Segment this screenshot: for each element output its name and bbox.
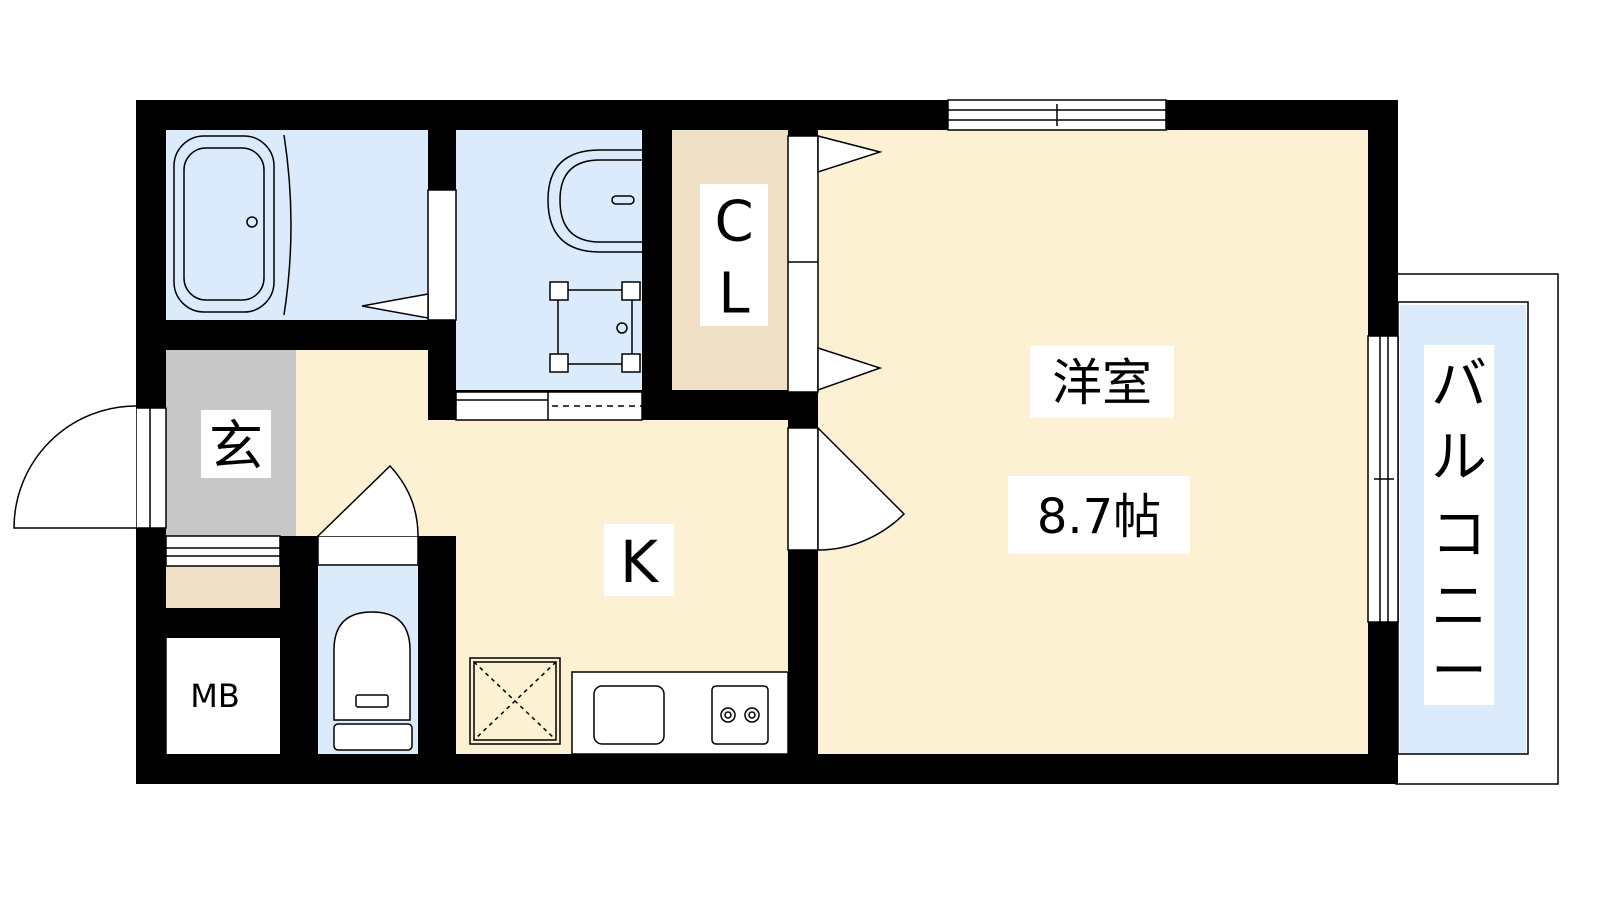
balcony-label-char: ー [1431,640,1487,705]
closet-doors [787,135,883,393]
closet-label-l: L [718,262,749,327]
window-icon [947,99,1399,623]
label-backgrounds [201,184,1494,705]
shoe-cabinet [166,566,280,608]
toilet-door [317,464,419,566]
door-swing-icon [787,426,906,551]
washroom-door [455,391,643,421]
entrance-label: 玄 [209,415,263,478]
kitchen-label: K [620,528,660,596]
walls [136,100,1398,784]
stove-icon [711,685,769,745]
western-room-size: 8.7帖 [1037,489,1161,545]
meter-box-label: MB [190,677,240,715]
western-room-name: 洋室 [1052,354,1152,412]
refrigerator-space-icon [469,657,561,745]
washbasin-icon [547,149,642,253]
washroom-floor [456,130,642,392]
balcony-label: バ ル コ ニ ー [1431,353,1487,705]
bathroom-floor [166,130,428,320]
balcony-label-char: ニ [1431,575,1487,640]
western-room-floor [818,130,1370,755]
closet-label-c: C [714,190,753,255]
kitchen-counter [571,671,789,755]
washing-machine-pan-icon [549,281,641,373]
bathtub-icon [173,134,292,316]
toilet-icon [333,611,413,751]
entrance-step [165,535,281,567]
meter-box-floor [166,638,280,755]
balcony-label-char: コ [1431,503,1487,568]
balcony-label-char: バ [1431,353,1487,418]
entrance-door [13,405,167,529]
balcony-label-char: ル [1431,426,1487,491]
sink-icon [593,685,665,745]
bathroom-door [361,189,457,321]
